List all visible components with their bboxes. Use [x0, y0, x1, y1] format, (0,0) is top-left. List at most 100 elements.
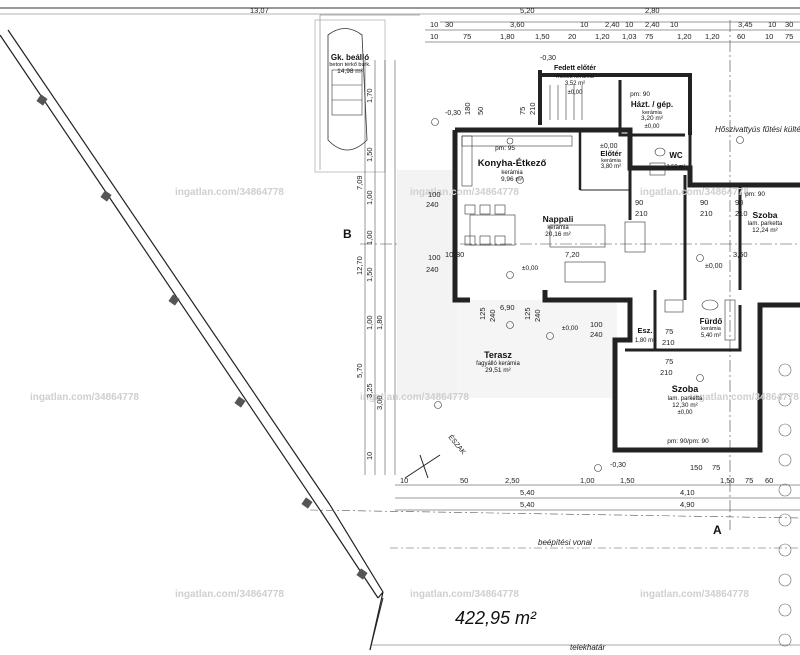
watermark: ingatlan.com/34864778 — [175, 589, 284, 600]
dim-label: 1,00 — [365, 190, 374, 205]
axis-a-label: A — [713, 523, 722, 537]
bedroom2-level: ±0,00 — [678, 410, 694, 416]
dim-label: 75 — [518, 107, 527, 115]
utility-pm: pm: 90 — [630, 91, 650, 98]
dim-label: 240 — [533, 309, 542, 322]
watermark: ingatlan.com/34864778 — [360, 392, 469, 403]
bedroom2-area: 12,30 m² — [672, 402, 698, 409]
watermark: ingatlan.com/34864778 — [175, 187, 284, 198]
porch-material: mosott kerámia — [556, 74, 595, 80]
garage-area: 14,98 m² — [337, 68, 363, 75]
dim-label: 3,25 — [365, 383, 374, 398]
dim-label: 10 — [765, 32, 773, 41]
watermark: ingatlan.com/34864778 — [410, 187, 519, 198]
dim-label: 30 — [456, 250, 464, 259]
dim-label: 7,20 — [565, 250, 580, 259]
dim-label: 1,50 — [620, 476, 635, 485]
dim-label: 10 — [430, 32, 438, 41]
dim-label: 13,07 — [250, 6, 269, 15]
terrace-level: ±0,00 — [562, 325, 579, 332]
hall-name: Előtér — [600, 149, 621, 158]
dim-label: 10 — [625, 20, 633, 29]
dim-label: 125 — [523, 307, 532, 320]
dim-label: 1,00 — [365, 230, 374, 245]
dim-label: 240 — [426, 265, 439, 274]
bottom-dimensions — [395, 484, 800, 511]
left-dimensions — [364, 60, 396, 475]
level-minus30: -0,30 — [610, 462, 626, 469]
bedroom1-area: 12,24 m² — [752, 227, 778, 234]
kitchen-counter — [461, 135, 573, 187]
dim-label: 50 — [476, 107, 485, 115]
bedroom1-material: lam. parketta — [748, 221, 783, 227]
dim-label: 210 — [735, 209, 748, 218]
watermark: ingatlan.com/34864778 — [690, 392, 799, 403]
dim-label: 2,40 — [645, 20, 660, 29]
porch-grid — [549, 85, 583, 120]
dim-label: 210 — [660, 368, 673, 377]
dim-label: 210 — [700, 209, 713, 218]
dim-label: 3,60 — [510, 20, 525, 29]
garage-name: Gk. beálló — [331, 53, 369, 62]
living-material: kerámia — [547, 225, 569, 231]
bedroom2-material: lam. parketta — [668, 396, 703, 402]
terrace-hatch — [397, 170, 617, 398]
porch-area: 3,52 m² — [565, 81, 585, 87]
dim-label: 150 — [690, 463, 703, 472]
dim-label: 240 — [426, 200, 439, 209]
dim-label: 60 — [737, 32, 745, 41]
kitchen-pm: pm: 95 — [495, 145, 515, 152]
dim-label: 10 — [580, 20, 588, 29]
plot-area: 422,95 m² — [455, 608, 537, 628]
corridor-area: 1,80 m² — [635, 338, 655, 344]
dim-label: 1,20 — [677, 32, 692, 41]
utility-name: Házt. / gép. — [631, 100, 673, 109]
corridor-name: Esz. — [637, 326, 652, 335]
dim-label: 10 — [430, 20, 438, 29]
watermark: ingatlan.com/34864778 — [30, 392, 139, 403]
dim-label: 1,50 — [365, 267, 374, 282]
dim-label: 3,45 — [738, 20, 753, 29]
north-arrow-icon — [404, 454, 441, 479]
terrace-material: fagyálló kerámia — [476, 361, 520, 367]
dim-label: 90 — [700, 198, 708, 207]
bath-material: kerámia — [701, 326, 722, 332]
dim-label: 125 — [478, 307, 487, 320]
dim-label: 1,70 — [365, 88, 374, 103]
living-name: Nappali — [543, 214, 574, 224]
dim-label: 210 — [528, 102, 537, 115]
porch-name: Fedett előtér — [554, 65, 596, 72]
dim-label: 75 — [712, 463, 720, 472]
dim-label: 1,03 — [622, 32, 637, 41]
terrace-area: 29,51 m² — [485, 367, 511, 374]
bedroom1-name: Szoba — [752, 210, 777, 220]
dim-label: 5,40 — [520, 488, 535, 497]
garage-area — [314, 19, 386, 173]
kitchen-area: 9,96 m² — [501, 176, 524, 183]
dim-label: 240 — [590, 330, 603, 339]
vegetation — [778, 363, 792, 647]
dim-label: 20 — [568, 32, 576, 41]
dim-label: 10 — [670, 20, 678, 29]
dim-label: 75 — [665, 357, 673, 366]
dim-label: 2,50 — [505, 476, 520, 485]
dim-label: 100 — [590, 320, 603, 329]
level-minus30: -0,30 — [445, 110, 461, 117]
building-line-label: beépítési vonal — [538, 538, 592, 547]
dim-label: 12,70 — [355, 256, 364, 275]
dim-label: 1,00 — [365, 315, 374, 330]
dim-label: 3,00 — [375, 395, 384, 410]
wc-name: WC — [669, 151, 683, 160]
utility-level: ±0,00 — [645, 124, 661, 130]
terrace-name: Terasz — [484, 350, 512, 360]
dim-label: 1,20 — [705, 32, 720, 41]
dim-label: 100 — [428, 190, 441, 199]
spot-lights — [431, 118, 744, 472]
living-level: ±0,00 — [522, 265, 539, 272]
north-label: ÉSZAK — [446, 433, 468, 457]
living-area: 20,16 m² — [545, 231, 571, 238]
axis-b-label: B — [343, 227, 352, 241]
bath-name: Fürdő — [700, 317, 723, 326]
dim-label: 3,60 — [733, 250, 748, 259]
utility-area: 3,20 m² — [641, 115, 664, 122]
